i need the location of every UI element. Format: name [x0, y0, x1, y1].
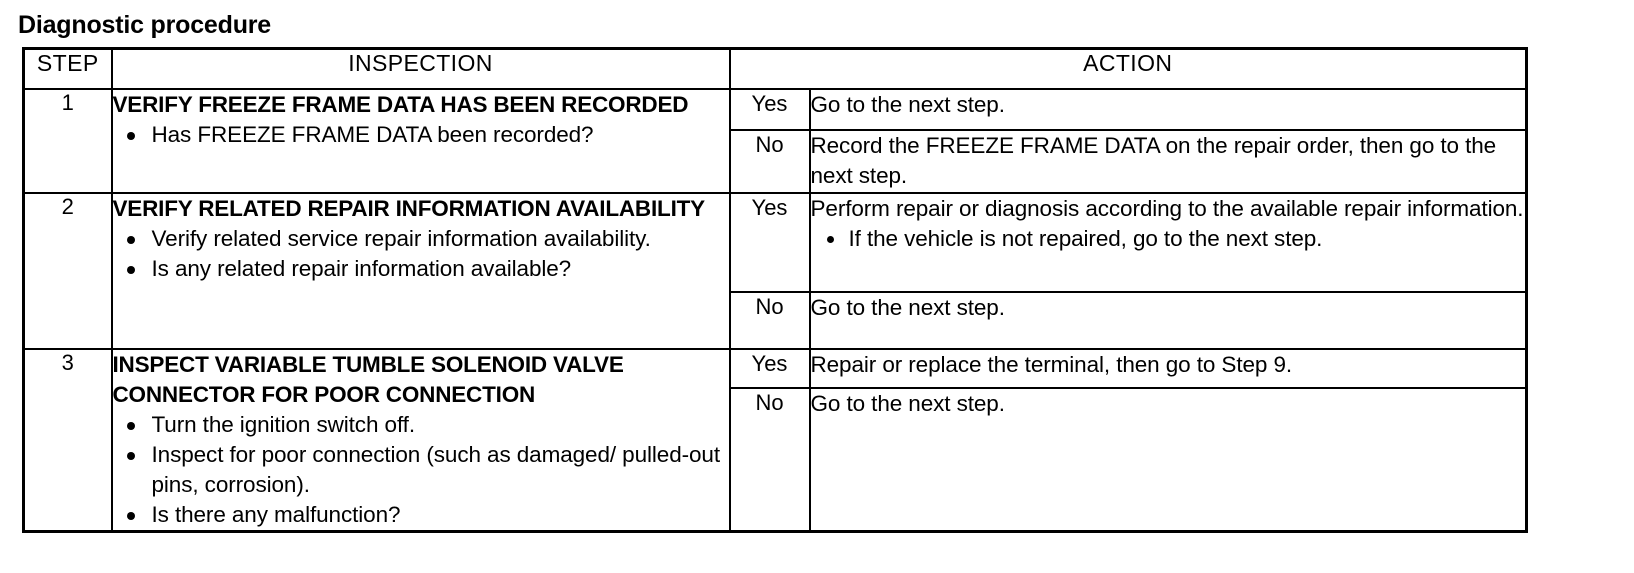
inspection-cell: VERIFY FREEZE FRAME DATA HAS BEEN RECORD… [110, 88, 731, 194]
action-cell: Repair or replace the terminal, then go … [808, 347, 1528, 390]
action-cell: Go to the next step. [808, 291, 1528, 350]
step-number: 3 [22, 348, 113, 533]
table-row: No Go to the next step. [24, 291, 1528, 350]
column-header-inspection: INSPECTION [110, 47, 731, 90]
action-text: Record the FREEZE FRAME DATA on the repa… [810, 133, 1497, 188]
table-row: No Go to the next step. [24, 387, 1528, 533]
inspection-bullet-list: Has FREEZE FRAME DATA been recorded? [113, 120, 729, 150]
list-item: Verify related service repair informatio… [113, 224, 729, 254]
action-cell: Perform repair or diagnosis according to… [808, 192, 1528, 293]
action-cell: Record the FREEZE FRAME DATA on the repa… [808, 129, 1528, 194]
action-text: Go to the next step. [810, 295, 1005, 320]
inspection-heading: VERIFY FREEZE FRAME DATA HAS BEEN RECORD… [112, 92, 689, 117]
table-row: 1 VERIFY FREEZE FRAME DATA HAS BEEN RECO… [22, 88, 1528, 194]
step-number: 2 [22, 192, 113, 350]
action-text: Repair or replace the terminal, then go … [810, 352, 1293, 377]
inspection-bullet-list: Verify related service repair informatio… [113, 224, 729, 284]
inspection-heading: VERIFY RELATED REPAIR INFORMATION AVAILA… [112, 196, 706, 221]
result-label-no: No [728, 291, 811, 350]
result-label-yes: Yes [728, 88, 811, 131]
result-label-no: No [728, 129, 811, 194]
list-item: Has FREEZE FRAME DATA been recorded? [113, 120, 729, 150]
page-title: Diagnostic procedure [18, 11, 271, 39]
table-row: No Record the FREEZE FRAME DATA on the r… [24, 129, 1528, 194]
result-label-no: No [728, 387, 811, 533]
diagnostic-procedure-table: STEP INSPECTION ACTION 1 VERIFY FREEZE F… [22, 47, 1529, 533]
action-cell: Go to the next step. [808, 88, 1528, 131]
action-cell: Go to the next step. [808, 387, 1528, 533]
list-item: Turn the ignition switch off. [113, 410, 729, 440]
step-number: 1 [22, 88, 113, 194]
inspection-bullet-list: Turn the ignition switch off. Inspect fo… [113, 410, 729, 530]
action-text: Go to the next step. [810, 391, 1005, 417]
action-text: Go to the next step. [810, 92, 1005, 117]
column-header-action: ACTION [728, 47, 1528, 90]
table-row: 3 INSPECT VARIABLE TUMBLE SOLENOID VALVE… [22, 347, 1528, 533]
list-item: Is there any malfunction? [113, 500, 729, 530]
result-label-yes: Yes [728, 347, 811, 390]
table-header-row: STEP INSPECTION ACTION [22, 47, 1528, 90]
list-item: Is any related repair information availa… [113, 254, 729, 284]
action-text: Perform repair or diagnosis according to… [810, 196, 1524, 221]
list-item: If the vehicle is not repaired, go to th… [811, 224, 1526, 254]
list-item: Inspect for poor connection (such as dam… [113, 440, 729, 500]
inspection-heading: INSPECT VARIABLE TUMBLE SOLENOID VALVE C… [112, 352, 624, 407]
column-header-step: STEP [22, 47, 113, 90]
inspection-cell: VERIFY RELATED REPAIR INFORMATION AVAILA… [110, 192, 731, 350]
inspection-cell: INSPECT VARIABLE TUMBLE SOLENOID VALVE C… [110, 348, 731, 533]
table-row: 2 VERIFY RELATED REPAIR INFORMATION AVAI… [22, 192, 1528, 350]
action-bullet-list: If the vehicle is not repaired, go to th… [811, 224, 1526, 254]
result-label-yes: Yes [728, 192, 811, 293]
